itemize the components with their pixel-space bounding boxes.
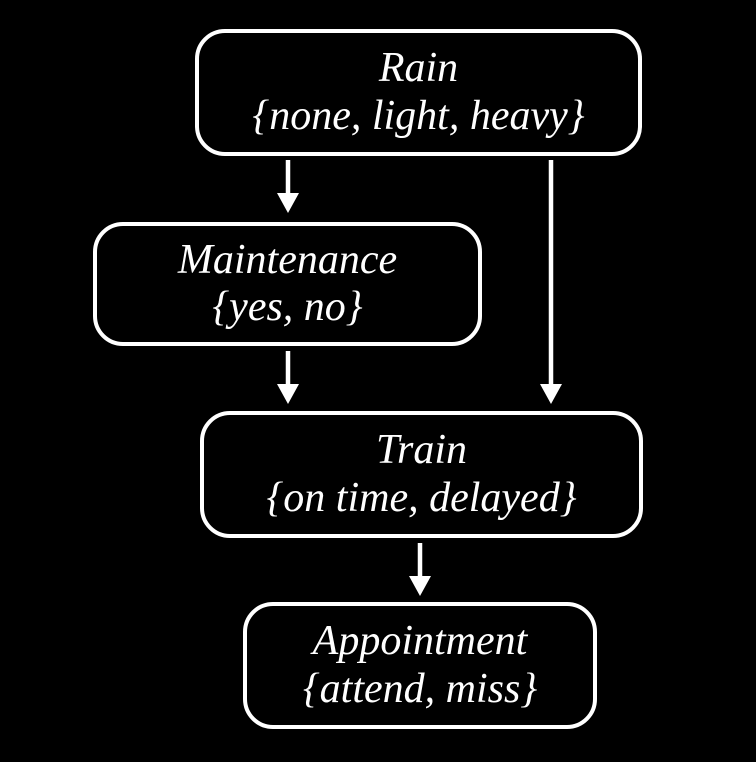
edge-rain-to-maintenance-arrowhead — [277, 193, 299, 213]
node-rain-values: {none, light, heavy} — [252, 92, 585, 139]
node-appointment-values: {attend, miss} — [302, 665, 538, 712]
node-maintenance-label: Maintenance — [177, 236, 398, 283]
node-rain: Rain {none, light, heavy} — [195, 29, 642, 156]
node-train: Train {on time, delayed} — [200, 411, 643, 538]
node-train-values: {on time, delayed} — [266, 474, 577, 521]
edge-rain-to-maintenance — [277, 160, 299, 213]
edge-rain-to-train-arrowhead — [540, 384, 562, 404]
node-train-label: Train — [375, 427, 468, 474]
edge-train-to-appointment-arrowhead — [409, 576, 431, 596]
node-maintenance: Maintenance {yes, no} — [93, 222, 482, 346]
node-appointment-label: Appointment — [312, 618, 528, 665]
edge-maintenance-to-train-arrowhead — [277, 384, 299, 404]
node-rain-label: Rain — [378, 45, 459, 92]
node-maintenance-values: {yes, no} — [212, 284, 363, 330]
edge-maintenance-to-train — [277, 351, 299, 404]
edge-train-to-appointment — [409, 543, 431, 596]
edge-rain-to-train — [540, 160, 562, 404]
node-appointment: Appointment {attend, miss} — [243, 602, 597, 729]
